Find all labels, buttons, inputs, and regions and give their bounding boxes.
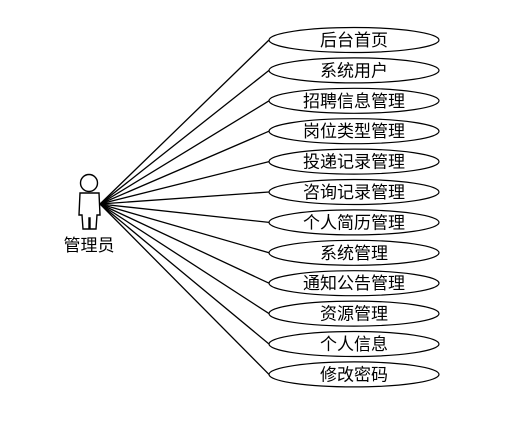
use-case: 岗位类型管理 (268, 118, 440, 145)
association-line (99, 203, 270, 254)
use-case-ellipse (268, 330, 440, 358)
association-line (99, 203, 270, 315)
use-case-ellipse (268, 361, 440, 388)
use-case: 系统用户 (268, 57, 440, 84)
association-line (99, 203, 270, 345)
use-case-ellipse (268, 57, 440, 84)
actor-figure (78, 173, 101, 230)
association-line (99, 203, 270, 375)
use-case-list: 后台首页系统用户招聘信息管理岗位类型管理投递记录管理咨询记录管理个人简历管理系统… (268, 26, 440, 388)
use-case-label: 投递记录管理 (303, 153, 405, 173)
actor-body (78, 192, 101, 230)
use-case: 通知公告管理 (268, 270, 440, 297)
use-case-ellipse (268, 87, 440, 114)
use-case: 修改密码 (268, 361, 440, 388)
use-case-label: 通知公告管理 (303, 274, 405, 294)
use-case: 咨询记录管理 (268, 178, 440, 206)
actor-label: 管理员 (64, 236, 115, 256)
association-line (99, 191, 270, 205)
use-case-label: 资源管理 (320, 305, 388, 325)
use-case-ellipse (268, 270, 440, 297)
use-case-label: 系统管理 (320, 244, 388, 264)
association-line (99, 69, 270, 205)
use-case-label: 系统用户 (320, 61, 388, 81)
use-case: 投递记录管理 (268, 148, 440, 175)
use-case: 个人信息 (268, 330, 440, 358)
association-line (99, 130, 270, 205)
use-case-ellipse (268, 209, 440, 236)
use-case: 后台首页 (268, 26, 440, 54)
association-line (99, 203, 270, 224)
association-lines (99, 39, 270, 375)
actor-head (79, 173, 99, 193)
use-case: 系统管理 (268, 239, 440, 266)
use-case-ellipse (268, 148, 440, 175)
use-case-label: 岗位类型管理 (303, 122, 405, 142)
use-case-ellipse (268, 26, 440, 54)
use-case-label: 后台首页 (320, 31, 388, 51)
use-case-ellipse (268, 118, 440, 145)
use-case-label: 个人简历管理 (303, 213, 405, 233)
use-case-label: 个人信息 (320, 335, 388, 355)
use-case: 招聘信息管理 (268, 87, 440, 114)
use-case-ellipse (268, 300, 440, 327)
association-line (99, 160, 270, 205)
association-line (99, 203, 270, 284)
use-case: 个人简历管理 (268, 209, 440, 236)
use-case: 资源管理 (268, 300, 440, 327)
association-line (99, 100, 270, 205)
use-case-label: 修改密码 (320, 365, 388, 385)
use-case-ellipse (268, 178, 440, 206)
use-case-label: 招聘信息管理 (303, 92, 405, 112)
use-case-label: 咨询记录管理 (303, 183, 405, 203)
use-case-ellipse (268, 239, 440, 266)
association-line (99, 39, 270, 205)
